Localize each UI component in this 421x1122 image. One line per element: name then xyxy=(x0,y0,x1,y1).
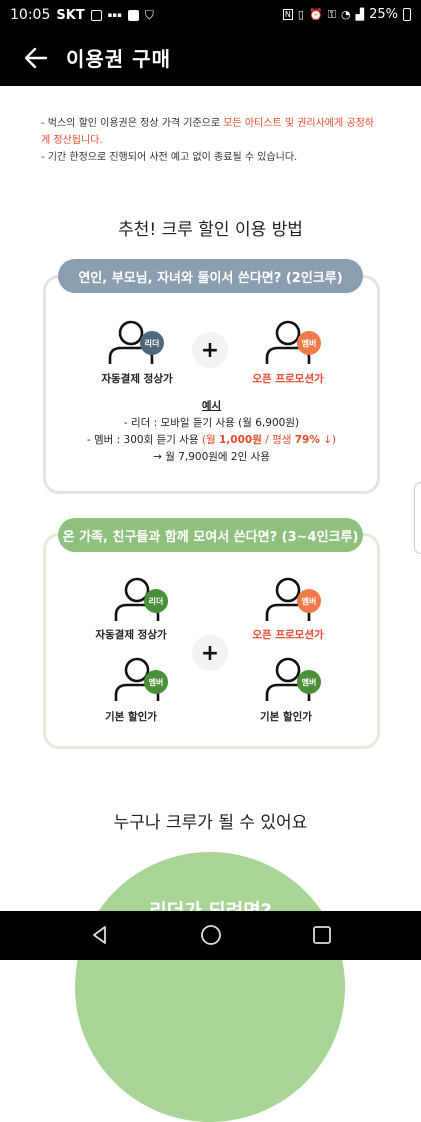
leader-badge: 리더 xyxy=(144,589,168,613)
basic-price-label: 기본 할인가 xyxy=(105,711,157,723)
nav-recents-icon[interactable] xyxy=(310,923,334,947)
leader-price-label: 자동결제 정상가 xyxy=(101,373,173,385)
status-carrier: SKT xyxy=(56,7,85,23)
app-notification-icon: ▪▪▪ xyxy=(107,11,122,19)
family-crew-pill: 온 가족, 친구들과 함께 모여서 쓴다면? (3~4인크루) xyxy=(58,518,363,552)
signal-icon: ▟ xyxy=(355,8,365,21)
notice-text: - 벅스의 할인 이용권은 정상 가격 기준으로 모든 아티스트 및 권리사에게… xyxy=(41,115,381,166)
nfc-icon: N xyxy=(282,9,293,20)
battery-icon xyxy=(403,8,411,21)
page-title: 이용권 구매 xyxy=(66,47,171,71)
recommend-title: 추천! 크루 할인 이용 방법 xyxy=(118,220,303,240)
notice-highlight: 모든 아티스트 및 권리사에게 공정하게 정산됩니다. xyxy=(41,118,374,146)
example-block: 예시 - 리더 : 모바일 듣기 사용 (월 6,900원) - 멤버 : 30… xyxy=(43,398,380,466)
example-title: 예시 xyxy=(201,400,222,412)
shield-icon: ⛉ xyxy=(144,7,154,22)
bugs-app-icon xyxy=(127,9,139,21)
example-line-member: - 멤버 : 300회 듣기 사용 (월 1,000원 / 평생 79% ↓) xyxy=(86,434,337,446)
alarm-icon: ⏰ xyxy=(308,8,323,21)
edge-panel-handle[interactable] xyxy=(414,482,421,554)
member-badge: 멤버 xyxy=(144,670,168,694)
back-arrow-icon[interactable] xyxy=(22,44,50,72)
member-badge: 멤버 xyxy=(297,589,321,613)
notice-line2: - 기간 한정으로 진행되어 사전 예고 없이 종료될 수 있습니다. xyxy=(41,152,298,163)
member-badge: 멤버 xyxy=(297,331,321,355)
status-time: 10:05 xyxy=(10,7,51,23)
example-line-total: → 월 7,900원에 2인 사용 xyxy=(153,451,270,463)
image-notification-icon xyxy=(90,9,102,21)
plus-icon: + xyxy=(192,635,228,671)
member-promo-label: 오픈 프로모션가 xyxy=(252,629,324,641)
member-price-label: 오픈 프로모션가 xyxy=(252,373,324,385)
leader-badge: 리더 xyxy=(140,331,164,355)
status-bar: 10:05 SKT ▪▪▪ ⛉ N ▯ ⏰ ⚿ ◔ ▟ 25% xyxy=(0,0,421,30)
plus-icon: + xyxy=(192,332,228,368)
app-bar: 이용권 구매 xyxy=(0,30,421,86)
key-icon: ⚿ xyxy=(327,7,337,21)
anyone-title: 누구나 크루가 될 수 있어요 xyxy=(113,813,308,833)
leader-info-circle xyxy=(75,852,345,1122)
vibrate-icon: ▯ xyxy=(297,8,304,21)
nav-back-icon[interactable] xyxy=(88,923,112,947)
nav-home-icon[interactable] xyxy=(199,923,223,947)
member-badge: 멤버 xyxy=(297,670,321,694)
basic-price-label: 기본 할인가 xyxy=(260,711,312,723)
two-crew-pill: 연인, 부모님, 자녀와 둘이서 쓴다면? (2인크루) xyxy=(58,259,363,293)
wifi-icon: ◔ xyxy=(341,8,351,21)
system-nav-bar xyxy=(0,911,421,960)
example-line-leader: - 리더 : 모바일 듣기 사용 (월 6,900원) xyxy=(123,417,300,429)
notice-line1: - 벅스의 할인 이용권은 정상 가격 기준으로 xyxy=(41,118,224,129)
battery-level: 25% xyxy=(369,7,398,22)
two-crew-card xyxy=(43,275,380,494)
leader-price-label: 자동결제 정상가 xyxy=(95,629,167,641)
